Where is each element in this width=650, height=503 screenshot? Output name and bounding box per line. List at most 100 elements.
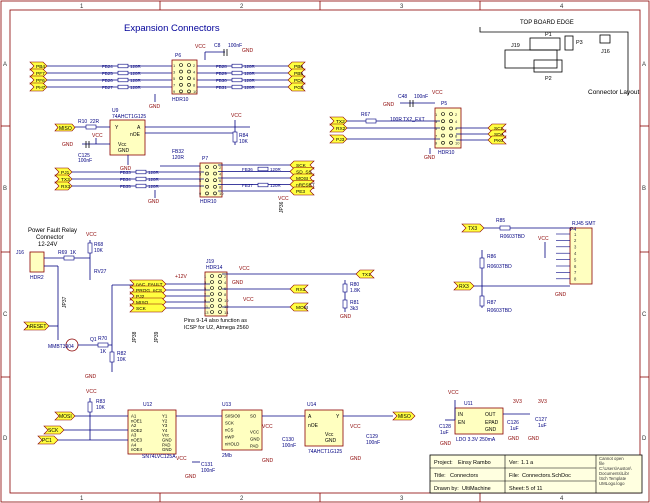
j19-pin-number: 2 — [224, 274, 227, 279]
fb-fb29-ref: FB29 — [216, 71, 227, 76]
u12-pin-y3: Y3 — [162, 423, 168, 428]
p6-pin-number: 6 — [193, 76, 196, 81]
col-label-4: 4 — [560, 4, 564, 10]
p4-ref: P4 — [570, 227, 576, 233]
power-fault-line-3: 12-24V — [38, 242, 57, 248]
r85-value: R0603TBD — [500, 234, 525, 240]
p6-pin — [187, 89, 191, 94]
p5-pin — [441, 126, 445, 131]
r69-value: 1K — [70, 250, 77, 256]
fb-fb28 — [231, 63, 243, 69]
u13-pin-vcc: VCC — [250, 430, 259, 435]
power-fault-line-2: Connector — [36, 235, 64, 241]
p7-right-net-sck-label: SCK — [296, 163, 307, 169]
p7-pin — [213, 165, 217, 169]
u12-pin-y2: Y2 — [162, 418, 168, 423]
p5-right-net-pk0-label: PK0 — [494, 138, 503, 144]
u13-body — [221, 409, 263, 451]
u11-part: LDO 3.3V 250mA — [456, 437, 496, 443]
r87-ref: R87 — [487, 300, 496, 306]
p6-pin — [187, 76, 191, 80]
u9-pin-a: A — [137, 125, 141, 131]
fb-fb35-value: 120R — [148, 184, 160, 189]
j19-pin — [218, 292, 222, 296]
j19-label: J19 — [511, 43, 520, 49]
j19-right-net-tx1-label: TX1 — [362, 272, 371, 278]
r10-value: 22R — [90, 119, 100, 125]
p7-left-net-pj1-label: PJ1 — [61, 170, 70, 176]
j19-right-net-rx1 — [289, 284, 309, 294]
p5-left-net-pj3 — [329, 134, 348, 144]
c127-ref: C127 — [535, 417, 547, 423]
p5-pin-number: 5 — [435, 126, 438, 131]
fb-fb25-value: 120R — [130, 71, 142, 76]
p5-pin — [449, 126, 453, 131]
p7-part: HDR10 — [200, 199, 217, 205]
row-label-c-right: C — [642, 312, 647, 318]
u12-pin-noe2: nOE2 — [131, 428, 143, 433]
p2-outline — [533, 59, 563, 73]
u12-pin-a1: A1 — [131, 414, 137, 419]
c128-value: 1uF — [440, 430, 449, 436]
u12-pin-noe4: nOE4 — [131, 447, 143, 452]
u12-body — [127, 409, 177, 455]
u12-pin-a4: A4 — [131, 442, 137, 447]
rx3-port-label: RX3 — [459, 284, 469, 290]
p6-pin-number: 4 — [193, 69, 196, 74]
col-label-2-bottom: 2 — [240, 496, 244, 502]
board-edge-diagram: TOP BOARD EDGE J19 P1 P2 P3 J16 Connecto… — [479, 20, 640, 96]
j19-left-net-sck — [129, 303, 167, 313]
fb-fb27-value: 120R — [130, 85, 142, 90]
fb-fb25-ref: FB25 — [102, 71, 113, 76]
j19-12v: +12V — [175, 274, 187, 280]
c131-gnd: GND — [185, 474, 197, 480]
tx3-port-label: TX3 — [468, 226, 477, 232]
fb-fb36-ref: FB36 — [242, 167, 253, 172]
r67-net: TX2_EXT — [403, 117, 425, 123]
j19-right-net-rx1-label: RX1 — [296, 287, 306, 293]
c131-ref: C131 — [201, 462, 213, 468]
r83-value: 10K — [96, 405, 106, 411]
u11-pin-in: IN — [458, 412, 463, 418]
j19-right-net-mosi-label: MOSI — [296, 305, 308, 311]
c48-gnd: GND — [383, 102, 395, 108]
j19-pin — [218, 304, 222, 308]
p7-right-net-pe3 — [289, 186, 315, 196]
q1-gnd: GND — [85, 374, 97, 380]
u14-vcc: VCC — [350, 424, 361, 430]
p5-pin-number: 1 — [435, 112, 438, 117]
power-fault-line-1: Power Fault Relay — [28, 228, 77, 234]
j19-pin-number: 9 — [204, 298, 207, 303]
p5-pin-number: 2 — [455, 112, 458, 117]
j19-left-net-miso-label: MISO — [136, 300, 149, 306]
title-block: Project: Einsy Rambo Ver: 1.1 a Title: C… — [429, 454, 643, 494]
u9-block: U9 74AHCT1G125 Y A nOE Vcc GND MISO R10 … — [54, 108, 250, 172]
j19-left-net-prog-ncs-label: PROG_nCS — [136, 288, 162, 294]
p4-pin-number: 7 — [574, 270, 577, 275]
p7-vcc: VCC — [278, 196, 289, 202]
p5-pin-number: 3 — [435, 119, 438, 124]
p1-label: P1 — [545, 32, 552, 38]
fb-fb24-value: 120R — [130, 64, 142, 69]
p7-right-net-mosi-label: MOSI — [296, 176, 308, 182]
u11-pin-out: OUT — [485, 412, 496, 418]
fb-fb26-value: 120R — [130, 78, 142, 83]
u13-block: U13 2Mb SI/SIO0SCKnCSnWPnHOLDSOVCCGNDPAD… — [176, 402, 305, 464]
u14-body — [304, 409, 344, 447]
p7-left-net-rx3 — [54, 181, 73, 191]
p6-pin-number: 7 — [173, 83, 176, 88]
r10-ref: R10 — [78, 119, 87, 125]
p5-right-net-sda-label: SDA — [494, 132, 505, 138]
jp39-label: JP39 — [154, 331, 160, 343]
miso-port-low-label: MISO — [398, 414, 411, 420]
title-label: Title: — [434, 473, 446, 479]
j19-pin — [210, 292, 214, 296]
c129-value: 100nF — [366, 440, 380, 446]
u9-pin-noe: nOE — [130, 132, 141, 138]
c48-value: 100nF — [414, 94, 428, 100]
pins-note-line-2: ICSP for U2, Atmega 2560 — [184, 325, 249, 331]
p5-pin-number: 4 — [455, 119, 458, 124]
p6-ref: P6 — [175, 53, 181, 59]
p5-part: HDR10 — [438, 150, 455, 156]
